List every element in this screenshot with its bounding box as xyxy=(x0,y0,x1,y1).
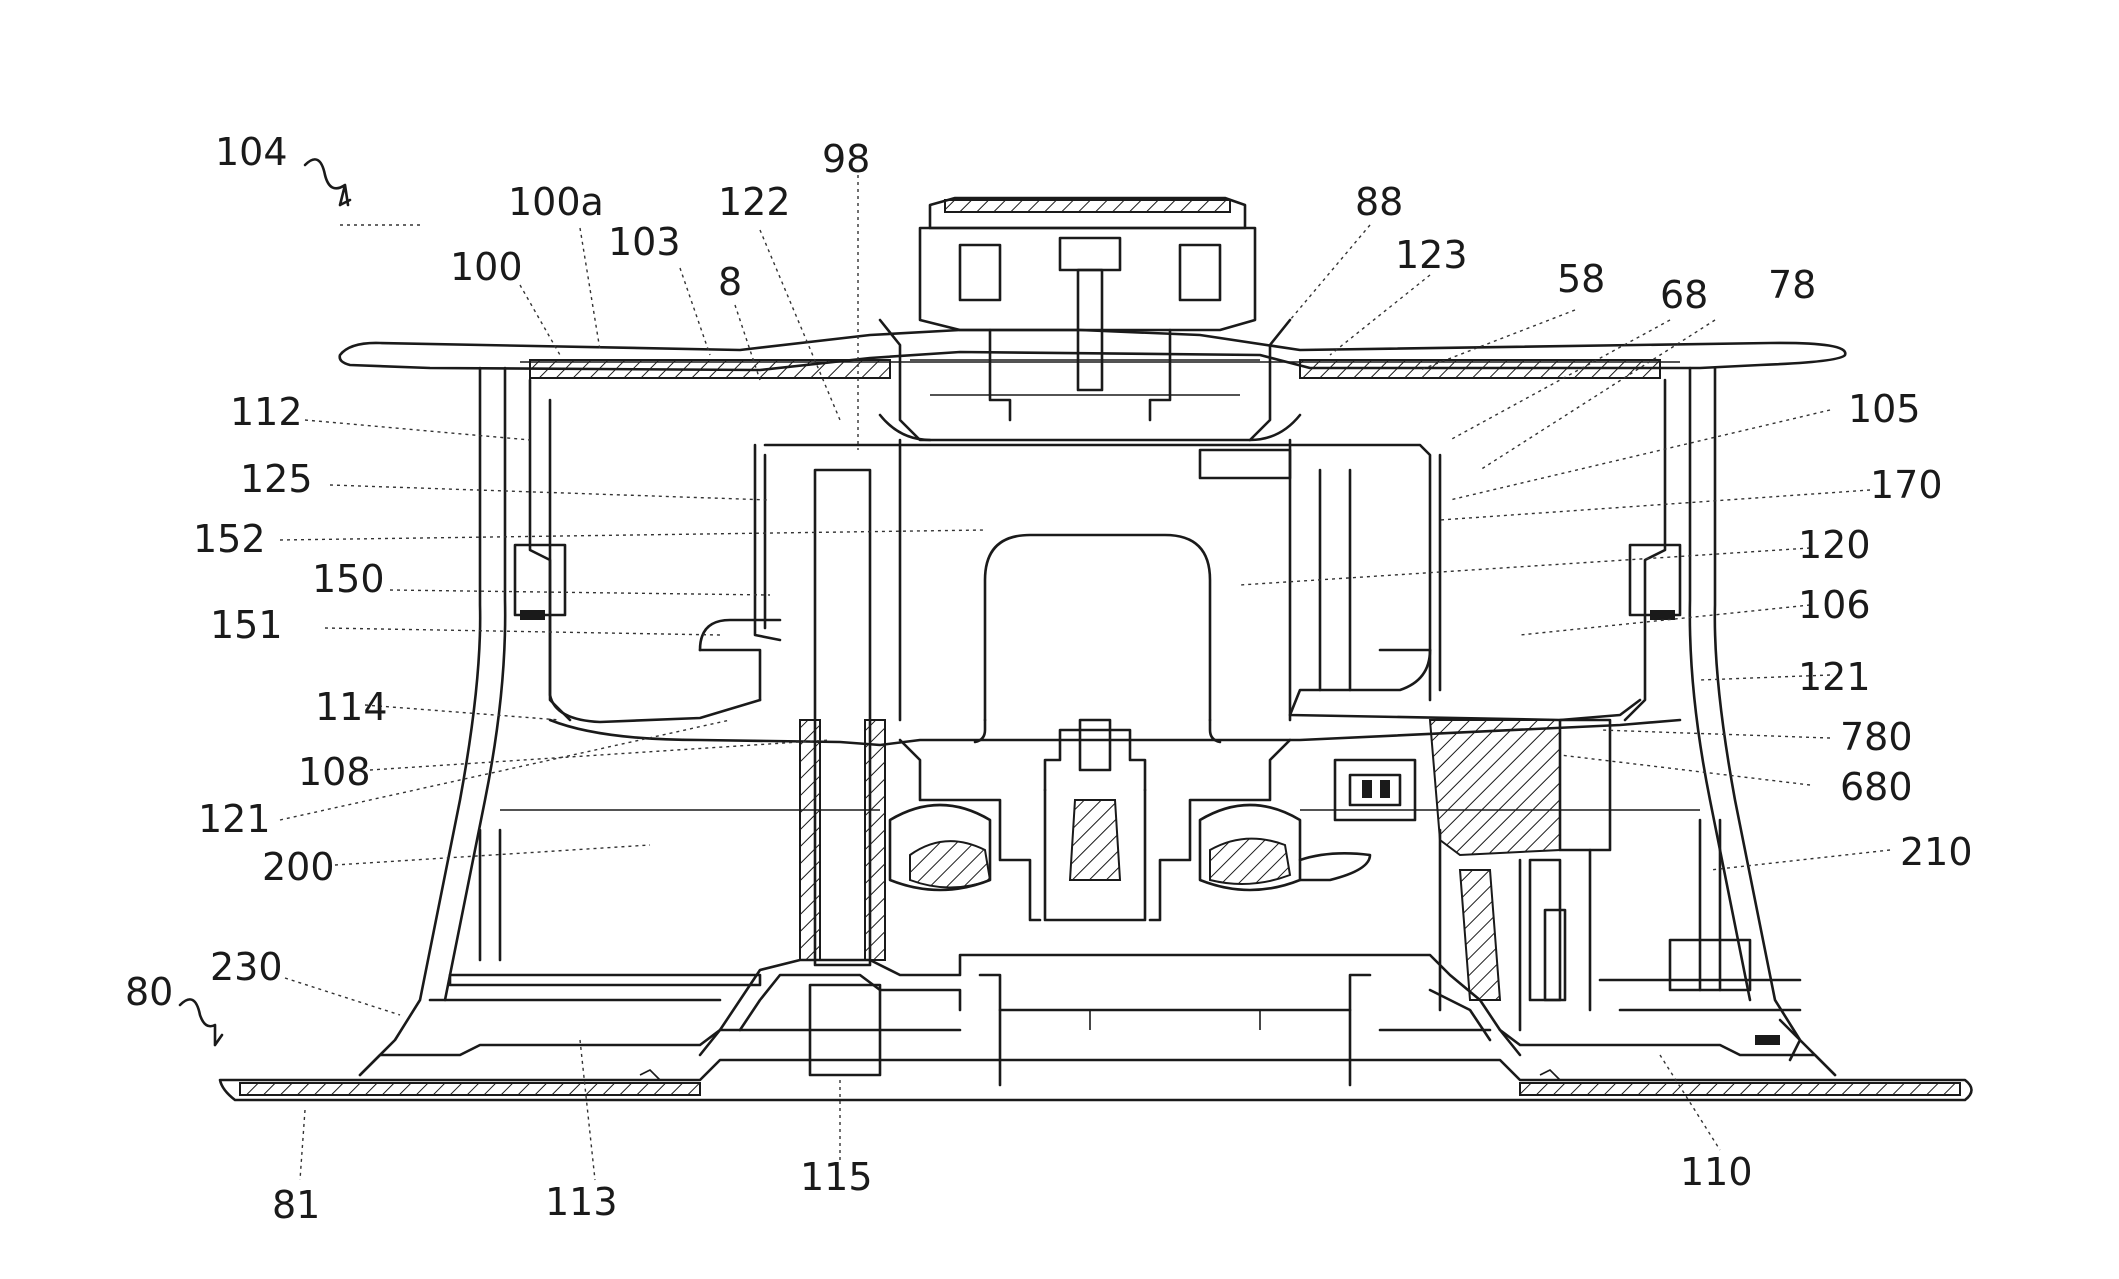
device-outline xyxy=(220,198,1972,1100)
label-680: 680 xyxy=(1840,765,1913,809)
reference-numerals: 104 100a 98 122 88 123 103 100 8 58 68 7… xyxy=(125,130,1973,1227)
curly-arrow-104 xyxy=(305,159,350,205)
label-114: 114 xyxy=(315,685,388,729)
label-115: 115 xyxy=(800,1155,873,1199)
label-98: 98 xyxy=(822,137,870,181)
label-106: 106 xyxy=(1798,583,1871,627)
curly-arrow-80 xyxy=(180,999,222,1045)
label-100: 100 xyxy=(450,245,523,289)
label-78: 78 xyxy=(1768,263,1816,307)
label-105: 105 xyxy=(1848,387,1921,431)
label-104: 104 xyxy=(215,130,288,174)
label-151: 151 xyxy=(210,603,283,647)
label-81: 81 xyxy=(272,1183,320,1227)
label-121-right: 121 xyxy=(1798,655,1871,699)
label-110: 110 xyxy=(1680,1150,1753,1194)
label-113: 113 xyxy=(545,1180,618,1224)
leader-lines xyxy=(280,175,1890,1180)
label-58: 58 xyxy=(1557,257,1605,301)
label-170: 170 xyxy=(1870,463,1943,507)
label-200: 200 xyxy=(262,845,335,889)
label-780: 780 xyxy=(1840,715,1913,759)
label-125: 125 xyxy=(240,457,313,501)
label-230: 230 xyxy=(210,945,283,989)
label-68: 68 xyxy=(1660,273,1708,317)
label-122: 122 xyxy=(718,180,791,224)
label-123: 123 xyxy=(1395,233,1468,277)
label-88: 88 xyxy=(1355,180,1403,224)
label-112: 112 xyxy=(230,390,303,434)
label-103: 103 xyxy=(608,220,681,264)
label-150: 150 xyxy=(312,557,385,601)
label-121-left: 121 xyxy=(198,797,271,841)
label-120: 120 xyxy=(1798,523,1871,567)
label-152: 152 xyxy=(193,517,266,561)
label-100a: 100a xyxy=(508,180,604,224)
label-108: 108 xyxy=(298,750,371,794)
label-8: 8 xyxy=(718,260,742,304)
label-210: 210 xyxy=(1900,830,1973,874)
label-80: 80 xyxy=(125,970,173,1014)
